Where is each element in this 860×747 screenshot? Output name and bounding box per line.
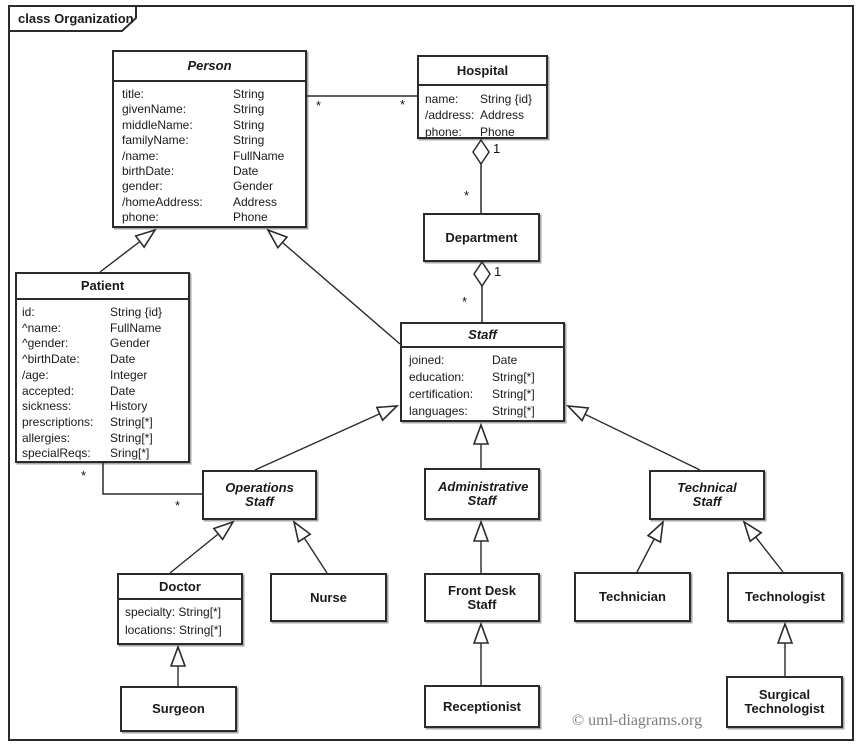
class-box-administrative-staff: Administrative Staff — [424, 468, 540, 520]
generalization-technician-technical — [636, 522, 663, 573]
attribute-row: id:String {id} — [22, 305, 163, 319]
generalization-patient-person — [99, 230, 155, 273]
attribute-row: title:String — [122, 87, 265, 101]
multiplicity-patient-end: * — [81, 468, 87, 483]
class-title: Patient — [17, 274, 188, 300]
attribute-row: ^gender:Gender — [22, 336, 151, 351]
class-title: Department — [445, 229, 518, 245]
attribute-row: gender:Gender — [122, 179, 274, 194]
aggregation-department-staff — [473, 260, 491, 322]
class-title: Person — [114, 52, 305, 82]
generalization-staff-person — [268, 230, 401, 345]
multiplicity-operations-staff-end: * — [175, 498, 181, 513]
attribute-row: specialty: String[*] — [125, 605, 222, 619]
attributes-compartment: title:String givenName:String middleName… — [114, 82, 305, 226]
multiplicity-hospital-end: * — [400, 97, 406, 112]
class-title: Operations Staff — [225, 480, 294, 509]
generalization-nurse-operations — [294, 522, 328, 574]
association-patient-operations-staff — [102, 463, 202, 495]
attribute-row: certification:String[*] — [409, 387, 535, 401]
class-box-hospital: Hospital name:String {id} /address:Addre… — [417, 55, 548, 139]
class-box-surgeon: Surgeon — [120, 686, 237, 732]
class-box-front-desk-staff: Front Desk Staff — [424, 573, 540, 622]
attribute-row: birthDate:Date — [122, 164, 259, 179]
class-title: Technologist — [745, 589, 825, 604]
class-title: Administrative Staff — [438, 479, 529, 508]
attribute-row: ^birthDate:Date — [22, 352, 136, 367]
aggregation-diamond — [473, 260, 491, 288]
attribute-row: education:String[*] — [409, 370, 535, 384]
attribute-row: phone:Phone — [425, 124, 515, 139]
attributes-compartment: joined:Date education:String[*] certific… — [402, 348, 563, 420]
class-title: Receptionist — [442, 698, 521, 714]
class-box-nurse: Nurse — [270, 573, 387, 622]
attribute-row: prescriptions:String[*] — [22, 414, 153, 429]
attributes-compartment: name:String {id} /address:Address phone:… — [419, 86, 546, 140]
class-box-operations-staff: Operations Staff — [202, 470, 317, 520]
attribute-row: allergies:String[*] — [22, 430, 153, 445]
class-box-patient: Patient id:String {id} ^name:FullName ^g… — [15, 272, 190, 463]
attribute-row: accepted:Date — [22, 383, 136, 398]
class-title: Technician — [599, 589, 666, 604]
generalization-doctor-operations — [169, 522, 233, 574]
generalization-technical-staff — [568, 406, 701, 471]
class-box-receptionist: Receptionist — [424, 685, 540, 728]
multiplicity-person-end: * — [316, 98, 322, 113]
class-title: Technical Staff — [677, 480, 737, 509]
class-box-department: Department — [423, 213, 540, 262]
class-box-technical-staff: Technical Staff — [649, 470, 765, 520]
class-box-staff: Staff joined:Date education:String[*] ce… — [400, 322, 565, 422]
attribute-row: givenName:String — [122, 102, 265, 117]
copyright-text: © uml-diagrams.org — [572, 712, 703, 729]
class-title: Hospital — [419, 57, 546, 86]
multiplicity-department-whole: 1 — [494, 264, 502, 279]
generalization-technologist-technical — [744, 522, 784, 573]
class-box-doctor: Doctor specialty: String[*] locations: S… — [117, 573, 243, 645]
class-title: Staff — [402, 324, 563, 348]
attribute-row: name:String {id} — [425, 92, 533, 106]
attribute-row: phone:Phone — [122, 210, 268, 225]
aggregation-diamond — [472, 138, 490, 166]
attributes-compartment: id:String {id} ^name:FullName ^gender:Ge… — [17, 300, 188, 462]
class-box-surgical-technologist: Surgical Technologist — [726, 676, 843, 728]
generalization-operations-staff — [254, 406, 397, 471]
attribute-row: locations: String[*] — [125, 622, 222, 637]
attribute-row: /address:Address — [425, 108, 525, 123]
attribute-row: sickness:History — [22, 399, 148, 414]
attribute-row: ^name:FullName — [22, 320, 162, 335]
class-box-person: Person title:String givenName:String mid… — [112, 50, 307, 228]
attributes-compartment: specialty: String[*] locations: String[*… — [119, 600, 241, 639]
class-title: Nurse — [310, 589, 347, 605]
attribute-row: specialReqs:Sring[*] — [22, 446, 150, 461]
multiplicity-staff-part: * — [462, 294, 468, 309]
diagram-frame — [8, 5, 854, 741]
class-box-technician: Technician — [574, 572, 691, 622]
attribute-row: /name:FullName — [122, 148, 285, 163]
attribute-row: languages:String[*] — [409, 404, 535, 418]
frame-label: class Organization — [18, 11, 134, 26]
attribute-row: familyName:String — [122, 133, 265, 148]
attribute-row: /homeAddress:Address — [122, 194, 278, 209]
class-title: Surgeon — [152, 701, 205, 716]
class-title: Front Desk Staff — [448, 582, 516, 612]
class-title: Doctor — [119, 575, 241, 600]
class-title: Surgical Technologist — [744, 687, 825, 716]
aggregation-hospital-department — [472, 138, 490, 213]
multiplicity-department-part: * — [464, 188, 470, 203]
attribute-row: middleName:String — [122, 117, 265, 132]
multiplicity-hospital-whole: 1 — [493, 141, 501, 156]
attribute-row: joined:Date — [409, 353, 518, 367]
class-box-technologist: Technologist — [727, 572, 843, 622]
attribute-row: /age:Integer — [22, 367, 148, 382]
